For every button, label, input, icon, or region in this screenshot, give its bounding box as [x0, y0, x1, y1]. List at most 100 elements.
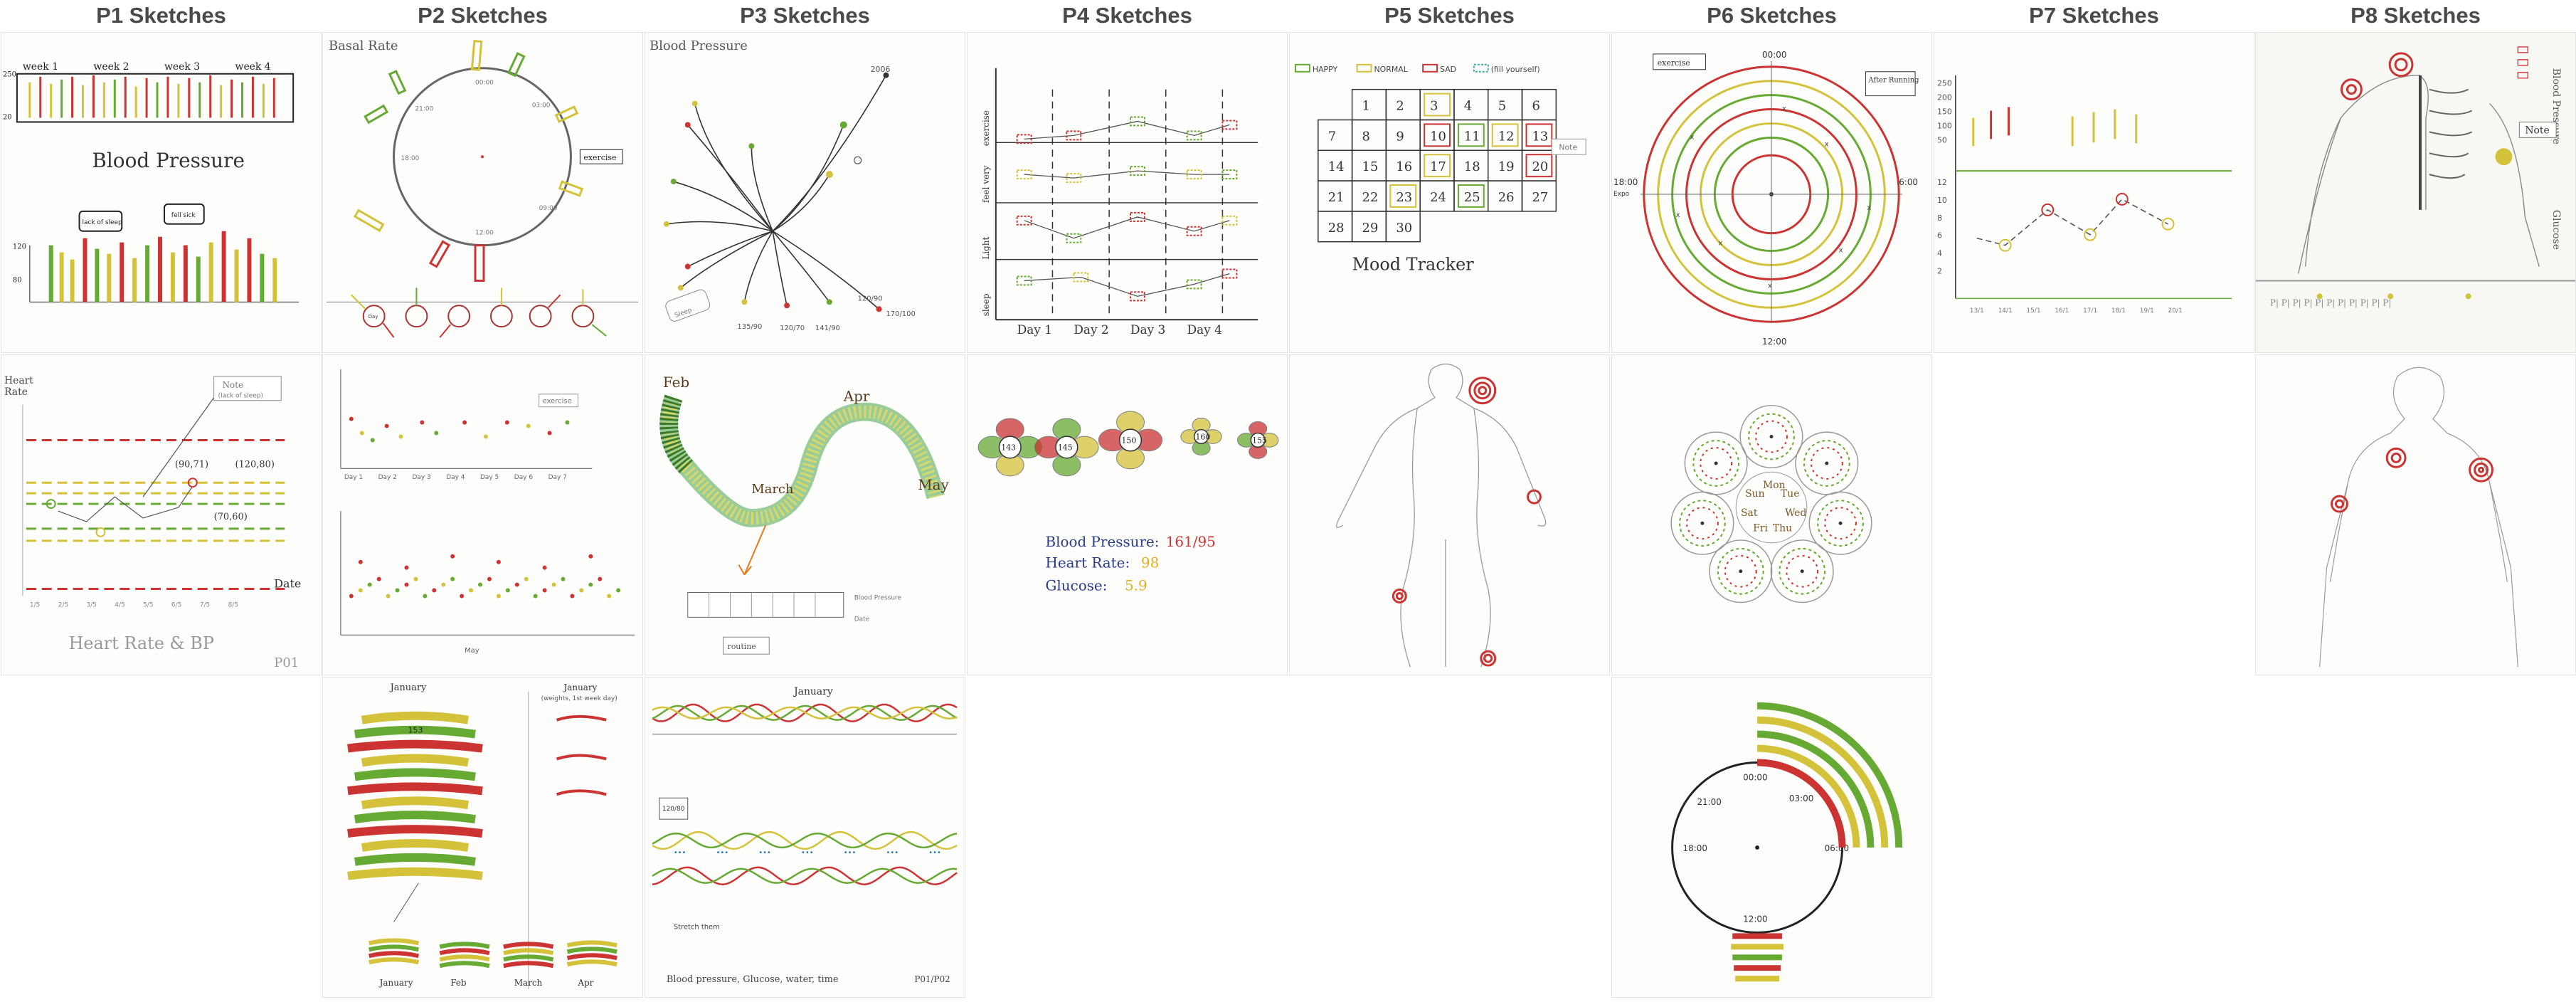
dot-mark [565, 420, 570, 425]
wave-line [652, 706, 958, 719]
point-label-3: (70,60) [214, 512, 248, 522]
day-ring-green [1692, 440, 1740, 487]
flower-value: 143 [1001, 443, 1016, 452]
dot-mark [359, 431, 364, 436]
clock-label-21: 21:00 [1697, 797, 1721, 807]
mini-arc [369, 938, 420, 946]
bp-value-1: 170/100 [886, 310, 915, 318]
legend-sad: SAD [1440, 65, 1456, 74]
ring-label-06: 6:00 [1899, 177, 1918, 187]
y-tick-label: 150 [1937, 107, 1952, 116]
stacked-arc [354, 853, 476, 866]
flower-value: 150 [1121, 436, 1136, 445]
clock-label-5: 18:00 [401, 155, 420, 162]
svg-text:16/1: 16/1 [2055, 307, 2069, 315]
mood-marker [1457, 123, 1485, 147]
day-ring-red [1700, 447, 1733, 480]
wave-line [652, 832, 958, 849]
svg-text:20/1: 20/1 [2168, 307, 2183, 315]
dot-mark [588, 582, 593, 587]
mini-arc [566, 947, 618, 954]
month-label: January [793, 686, 833, 697]
column-header-p3: P3 Sketches [740, 3, 870, 28]
mini-arc [439, 942, 490, 949]
svg-text:x: x [1718, 240, 1722, 248]
ring-label-18b: Expo [1613, 191, 1629, 198]
mini-arc [369, 951, 420, 959]
wave-line [652, 866, 958, 885]
sketch-p6-clock-arcs: 00:00 06:00 12:00 18:00 03:00 21:00 [1611, 677, 1932, 998]
stacked-arc [354, 768, 476, 781]
y-bottom-label: 20 [3, 113, 12, 121]
wave-footer: Blood pressure, Glucose, water, time [667, 974, 839, 985]
note-lack-of-sleep: lack of sleep [82, 219, 122, 226]
dot-mark [384, 423, 389, 428]
day-ring-green [1803, 440, 1850, 487]
dot-mark [358, 559, 363, 564]
calendar-day: 22 [1362, 190, 1379, 205]
sketch-p6-concentric-rings: 00:00 6:00 12:00 18:00 Expo exercise Aft… [1611, 32, 1932, 353]
calendar-day: 28 [1328, 221, 1345, 236]
dot-mark [547, 431, 552, 436]
dot-mark [349, 594, 354, 599]
bp-value: 161/95 [1166, 534, 1216, 550]
basal-rate-label: Basal Rate [329, 38, 398, 53]
routine-note: routine [727, 642, 756, 651]
day-dot [1838, 521, 1843, 525]
ring-label-12: 12:00 [1762, 337, 1786, 347]
day-ring-red [1810, 447, 1843, 480]
bp-value-3: 141/90 [815, 325, 840, 332]
stacked-arc [354, 811, 476, 824]
glucose-vertical-label: Glucose [2550, 210, 2562, 250]
stacked-arc [361, 754, 470, 767]
wave-marker: ••• [801, 849, 814, 857]
note-label: Note [2525, 125, 2549, 136]
month-may: May [918, 477, 949, 493]
flower-center [1250, 432, 1266, 448]
glucose-label: Glucose: [1046, 578, 1108, 594]
wave-line [652, 868, 958, 884]
svg-text:x: x [1839, 247, 1843, 255]
svg-text:14/1: 14/1 [1998, 307, 2013, 315]
svg-text:x: x [1690, 133, 1695, 141]
calendar-day: 29 [1362, 221, 1379, 236]
clock-label-03: 03:00 [1789, 794, 1813, 803]
dot-mark [478, 582, 483, 587]
wave-line [652, 831, 958, 850]
y-tick-label: 50 [1937, 135, 1947, 144]
dot-mark [526, 423, 531, 428]
dot-mark [588, 554, 593, 559]
wave-line [652, 705, 958, 721]
stacked-arc [347, 739, 483, 753]
clock-label-1: 00:00 [475, 80, 494, 87]
sketch-p3-waves: January ••••••••••••••••••••• 120/80 Str… [645, 677, 965, 998]
clock-label-2: 03:00 [532, 102, 551, 110]
column-header-p5: P5 Sketches [1384, 3, 1515, 28]
weekday-label: Mon [1763, 480, 1786, 491]
week-label-3: week 3 [164, 61, 200, 73]
legend-normal: NORMAL [1374, 65, 1408, 74]
svg-text:x: x [1768, 282, 1772, 290]
month-sub-label: (weights, 1st week day) [541, 695, 618, 702]
clock-label-6: 21:00 [415, 106, 433, 113]
weekday-label: Thu [1773, 523, 1792, 534]
mood-marker [1525, 123, 1553, 147]
month-march: March [751, 482, 794, 497]
sleep-note: Sleep [674, 307, 693, 320]
wave-note: 120/80 [662, 806, 685, 813]
wave-sub-note: Stretch them [674, 923, 720, 931]
tree-top-label: 2006 [871, 65, 891, 74]
dot-mark [579, 588, 584, 593]
day-ring-red [1686, 507, 1719, 540]
day-4: Day 4 [446, 474, 465, 481]
calendar-day: 12 [1498, 129, 1515, 144]
dot-mark [514, 582, 519, 587]
day-dot [1714, 461, 1718, 465]
mood-marker [1457, 184, 1485, 208]
column-header-p1: P1 Sketches [96, 3, 226, 28]
dot-mark [483, 434, 488, 439]
stacked-arc [361, 796, 470, 810]
mood-marker [1424, 123, 1451, 147]
